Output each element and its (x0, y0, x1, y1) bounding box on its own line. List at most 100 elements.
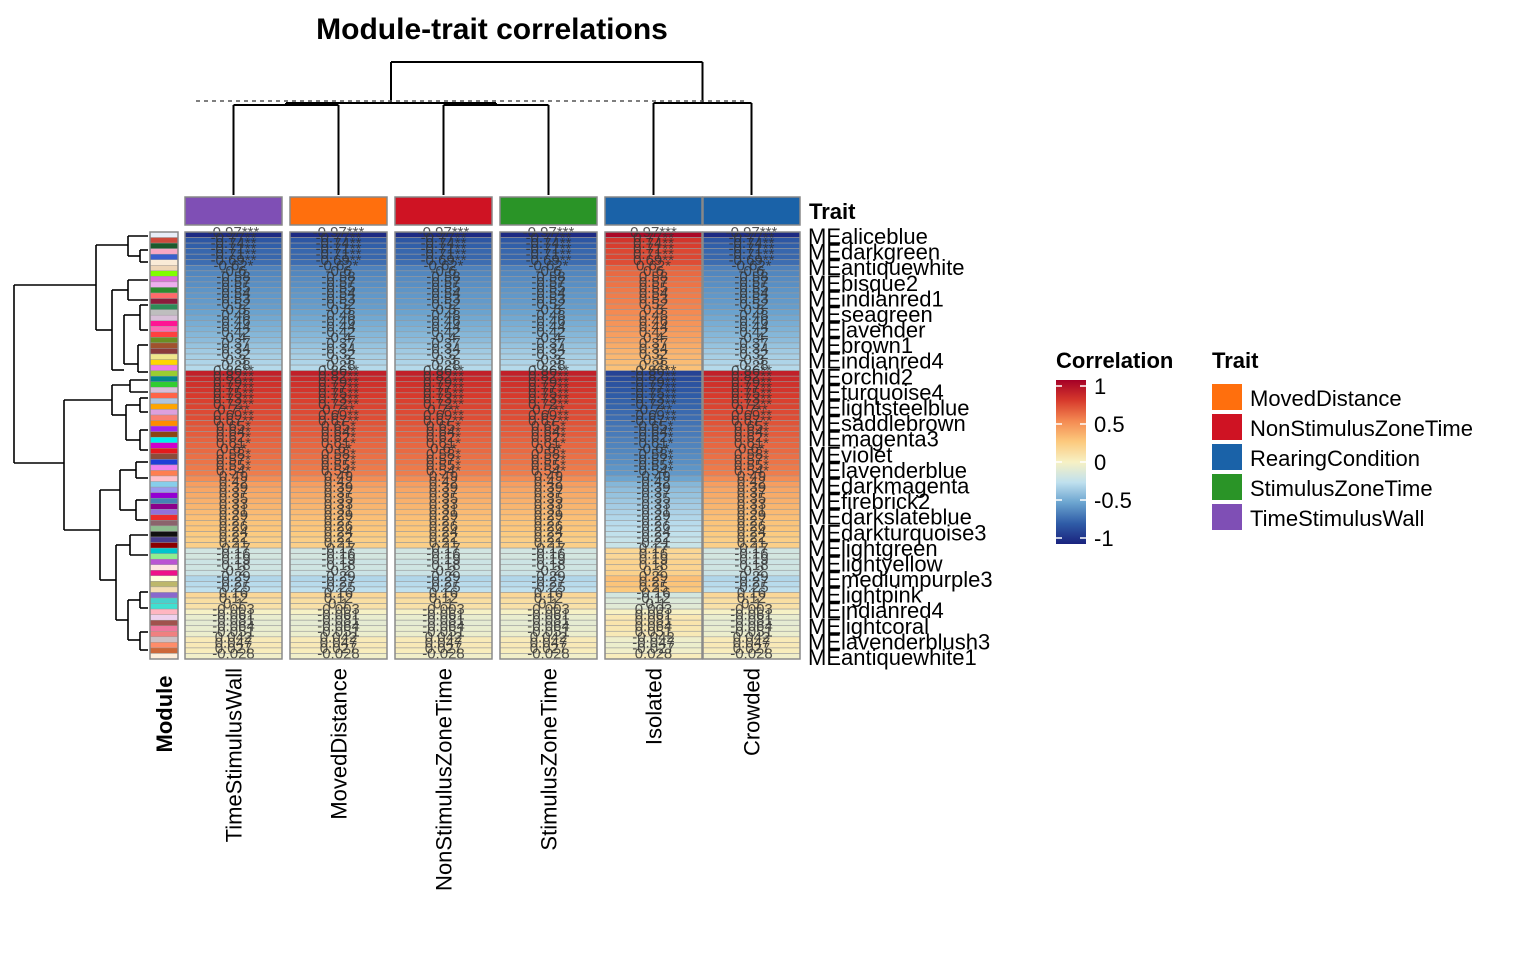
row-dendrogram (13, 235, 148, 651)
cell-label: 0.051 (635, 623, 673, 640)
cell-label: 0.69** (528, 407, 569, 424)
module-swatch-MEorchid2 (149, 364, 179, 371)
legend-label-StimulusZoneTime: StimulusZoneTime (1250, 476, 1433, 501)
module-swatch-MEred (149, 448, 179, 455)
cell-label: 0.29 (324, 507, 353, 524)
cell-label: 0.39 (324, 479, 353, 496)
legend-label-MovedDistance: MovedDistance (1250, 386, 1402, 411)
cell-label: 0.79** (731, 374, 772, 391)
cell-label: 0.7** (735, 402, 768, 419)
cell-label: -0.71** (211, 246, 257, 263)
cell-label: 0.75** (528, 385, 569, 402)
cell-label: -0.53 (531, 291, 565, 308)
cell-label: -0.064 (317, 618, 360, 635)
module-swatch-MEchartreuse (149, 270, 179, 277)
cell-label: 0.18 (639, 557, 668, 574)
cell-label: 0.003 (635, 601, 673, 618)
cell-label: 0.028 (635, 646, 673, 663)
cell-label: -0.57 (734, 274, 768, 291)
cell-label: -0.48 (426, 307, 460, 324)
cell-label: 0.26 (324, 518, 353, 535)
cell-label: 0.16 (219, 585, 248, 602)
cell-label: -0.16 (636, 585, 670, 602)
cell-label: -0.49 (636, 468, 670, 485)
cell-label: -0.31 (636, 501, 670, 518)
colorbar-title: Correlation (1056, 348, 1173, 373)
cell-label: -0.48 (216, 307, 250, 324)
cell-label: 0.79** (528, 374, 569, 391)
cell-label: 0.58* (531, 446, 566, 463)
cell-label: 0.24 (219, 524, 248, 541)
cell-label: -0.62* (528, 257, 568, 274)
cell-label: -0.79** (631, 374, 677, 391)
cell-label: 0.52 (639, 296, 668, 313)
cell-label: -0.55 (426, 280, 460, 297)
cell-label: -0.77** (211, 230, 257, 247)
cell-label: 0.27 (324, 512, 353, 529)
module-swatch-MEmediumorchid (149, 558, 179, 565)
module-swatch-MEsalmon4 (149, 453, 179, 460)
cell-label: 0.22 (534, 529, 563, 546)
cell-label: 0.061 (635, 607, 673, 624)
cell-label: -0.58 (216, 268, 250, 285)
cell-label: -0.18 (321, 557, 355, 574)
cell-label: -0.37 (321, 335, 355, 352)
cell-label: 0.58 (639, 268, 668, 285)
cell-label: 0.27 (639, 573, 668, 590)
module-swatch-MEfirebrick2 (149, 514, 179, 521)
cell-label: 0.081 (635, 612, 673, 629)
cell-label: -0.58 (734, 268, 768, 285)
cell-label: -0.32 (216, 346, 250, 363)
cell-label: -0.55 (321, 280, 355, 297)
row-label: MEantiquewhite1 (808, 645, 977, 670)
cell-label: -0.29 (216, 568, 250, 585)
cell-label: 0.42 (429, 474, 458, 491)
cell-label: -0.6 (221, 263, 247, 280)
cell-label: 0.31 (534, 501, 563, 518)
legend-swatch-StimulusZoneTime (1212, 474, 1242, 500)
cell-label: -0.53 (426, 291, 460, 308)
cell-label: -0.003 (730, 601, 773, 618)
cell-label: 0.74** (633, 235, 674, 252)
cell-label: -0.29 (531, 568, 565, 585)
cell-label: 0.21 (219, 535, 248, 552)
trait-annotation-bar (184, 196, 801, 226)
cell-label: -0.34 (216, 341, 250, 358)
cell-label: -0.28 (321, 357, 355, 374)
cell-label: -0.22 (636, 529, 670, 546)
cell-label: -0.28 (734, 357, 768, 374)
module-swatch-MEantiquewhite1 (149, 653, 179, 660)
row-label: MElightgreen (808, 536, 938, 561)
column-label-Isolated: Isolated (642, 668, 667, 745)
cell-label: 0.61* (321, 435, 356, 452)
cell-label: -0.37 (734, 335, 768, 352)
module-swatch-MEsteelblue (149, 497, 179, 504)
cell-label: 0.35 (429, 490, 458, 507)
cell-label: -0.28 (531, 357, 565, 374)
module-swatch-MEmediumpurple (149, 509, 179, 516)
cell-label: 0.6* (430, 440, 457, 457)
cell-label: -0.54 (321, 285, 355, 302)
cell-label: 0.42 (737, 474, 766, 491)
cell-label: -0.74** (211, 235, 257, 252)
cell-label: -0.57 (321, 274, 355, 291)
cell-label: 0.69** (731, 407, 772, 424)
cell-label: 0.48 (639, 307, 668, 324)
cell-label: 0.71** (633, 241, 674, 258)
cell-label: 0.027 (320, 640, 358, 657)
cell-label: -0.27 (426, 573, 460, 590)
cell-label: 0.047 (215, 634, 253, 651)
cell-label: 0.73** (731, 390, 772, 407)
cell-label: 0.37 (737, 485, 766, 502)
cell-label: 0.79** (423, 374, 464, 391)
cell-label: 0.61* (216, 435, 251, 452)
cell-label: 0.24 (429, 524, 458, 541)
module-swatch-MEdarkred (149, 542, 179, 549)
cell-label: -0.69** (211, 252, 257, 269)
cell-label: 0.22 (324, 529, 353, 546)
trait-legend: Trait MovedDistanceNonStimulusZoneTimeRe… (1212, 348, 1473, 531)
cell-label: -0.17 (321, 540, 355, 557)
cell-label: -0.29 (321, 568, 355, 585)
cell-label: 0.1 (223, 596, 244, 613)
